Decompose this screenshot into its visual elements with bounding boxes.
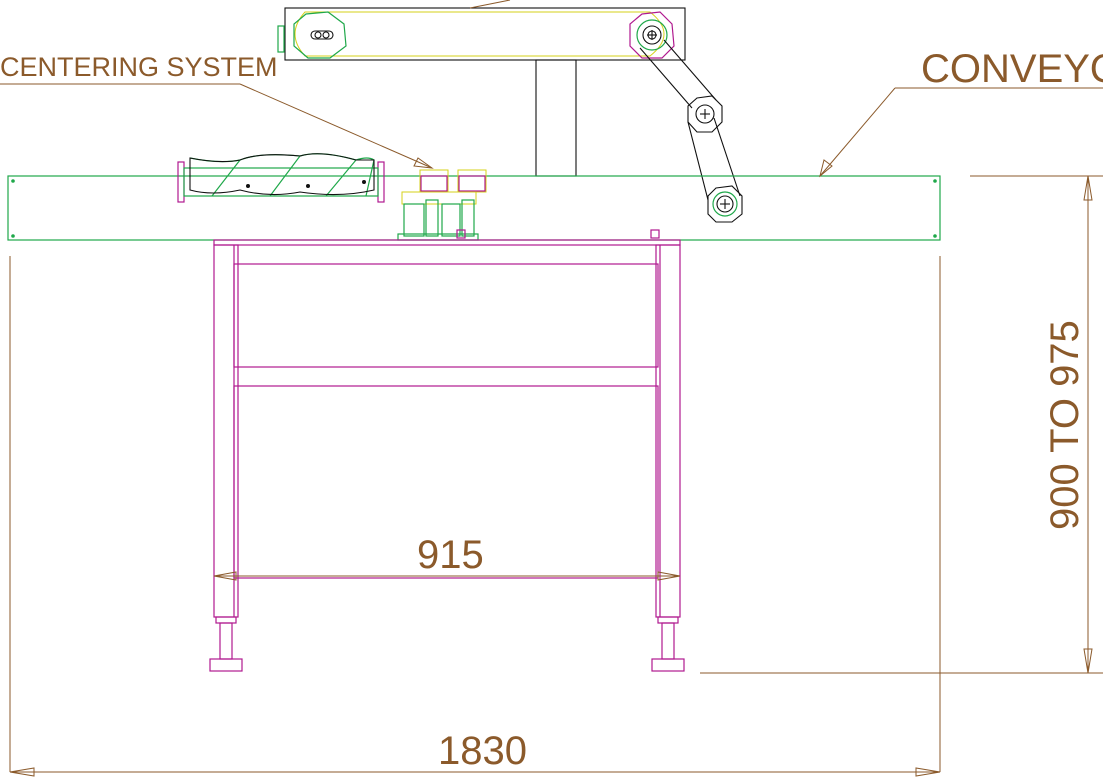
swing-arm — [639, 39, 743, 223]
auger-screw — [177, 153, 385, 203]
label-conveyor: CONVEYOR — [921, 47, 1103, 91]
frame-upper-panel — [233, 263, 659, 368]
centering-system — [397, 169, 660, 241]
top-belt-bracket — [277, 25, 285, 53]
label-centering-system: CENTERING SYSTEM — [0, 52, 278, 82]
left-pulley-slot — [310, 30, 334, 40]
left-pulley — [293, 11, 347, 59]
top-belt-unit — [277, 0, 686, 61]
dim-overall-width: 1830 — [438, 729, 527, 773]
auger-end-right — [377, 161, 385, 203]
dim-frame-width: 915 — [417, 533, 484, 577]
top-belt-housing — [284, 7, 686, 61]
auger-end-left — [177, 161, 185, 203]
right-pulley — [629, 11, 675, 59]
support-post — [535, 59, 577, 177]
dim-height: 900 TO 975 — [1043, 320, 1087, 530]
top-belt — [294, 11, 665, 57]
annotations — [0, 83, 1103, 777]
frame-top-rail — [213, 239, 681, 246]
support-frame — [209, 239, 685, 672]
